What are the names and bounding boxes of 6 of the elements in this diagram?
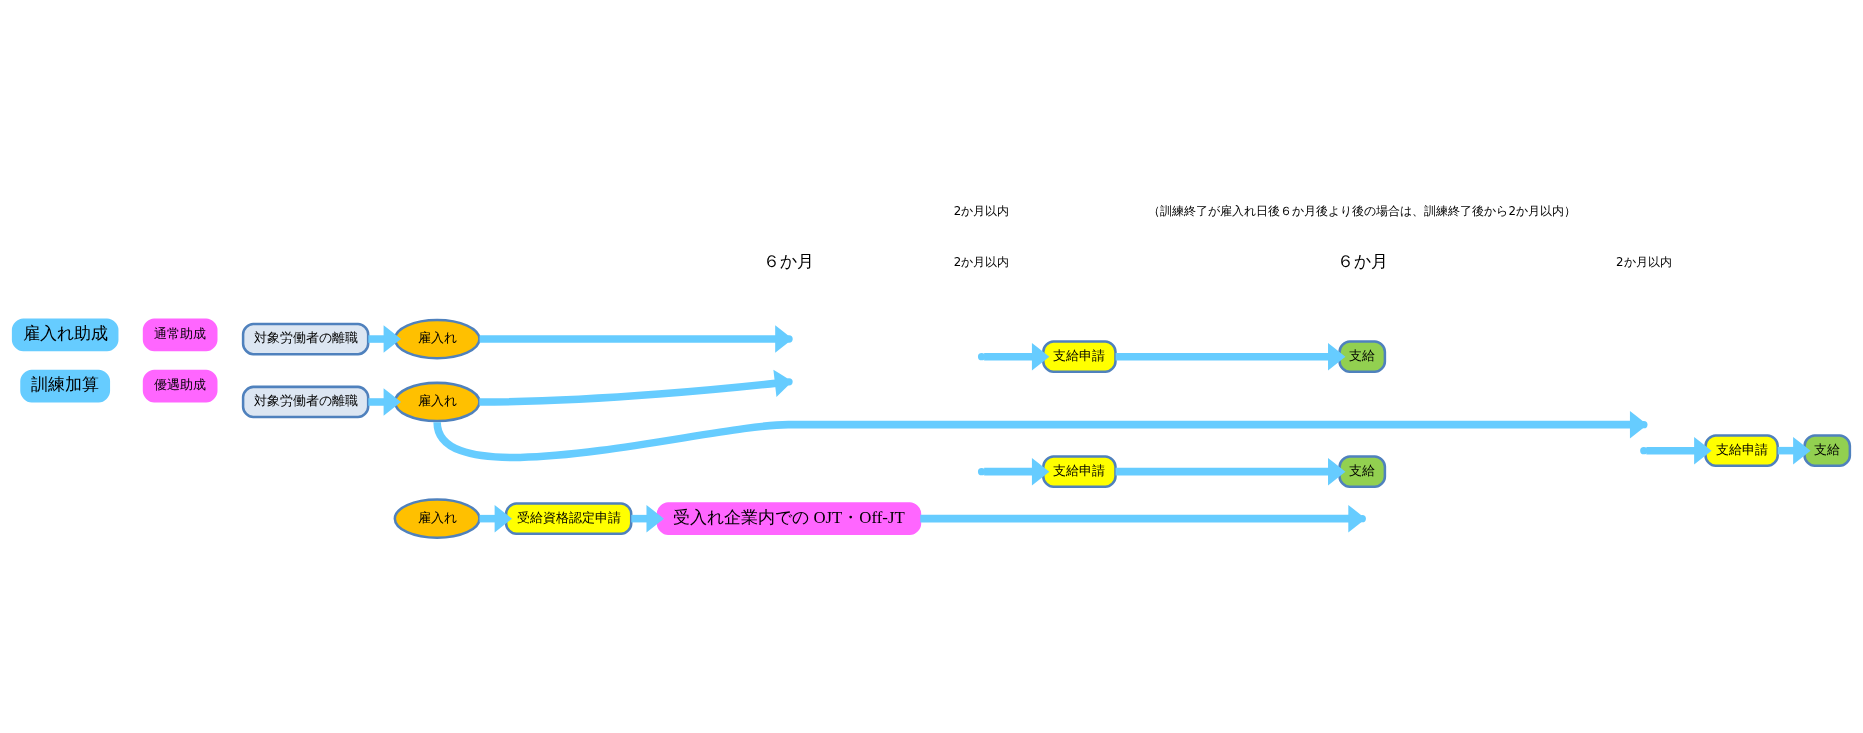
label: 2か月以内 bbox=[1616, 254, 1672, 269]
label: ６か月 bbox=[763, 251, 815, 271]
label: （訓練終了が雇入れ日後６か月後より後の場合は、訓練終了後から2か月以内） bbox=[1148, 203, 1576, 218]
label: ６か月 bbox=[1336, 251, 1388, 271]
label: 2か月以内 bbox=[953, 203, 1010, 218]
label: 2か月以内 bbox=[953, 254, 1010, 269]
